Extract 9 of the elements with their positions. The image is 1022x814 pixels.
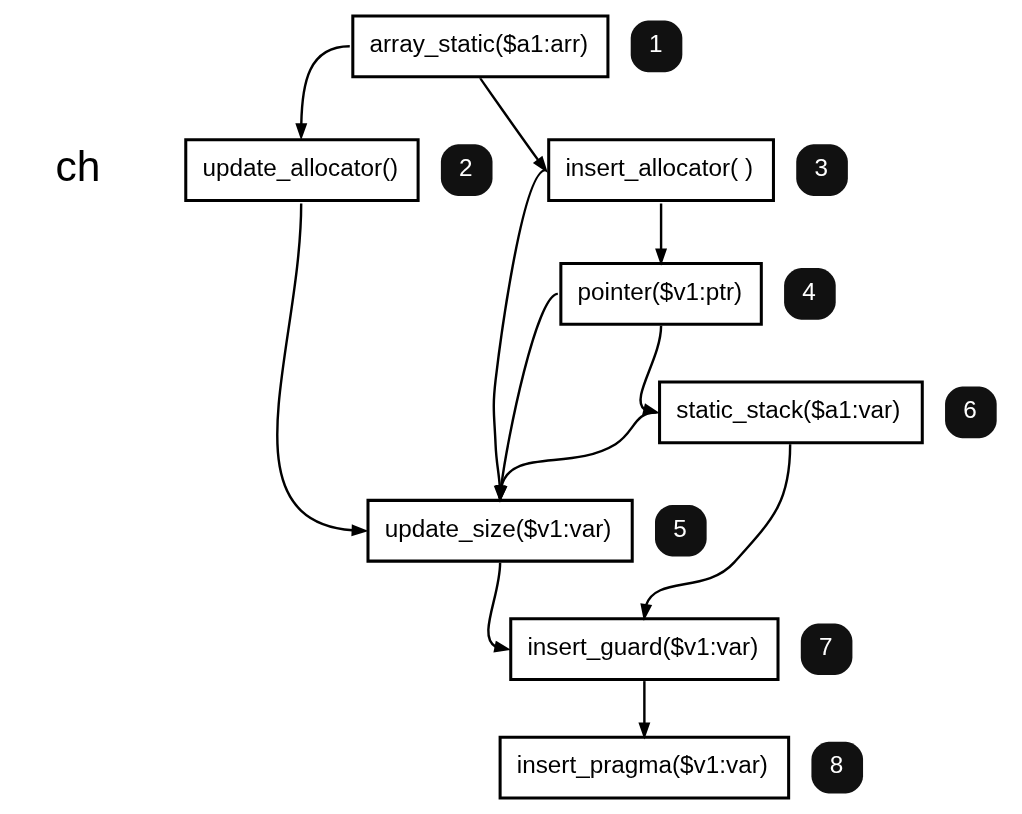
node-label: 1 xyxy=(648,30,662,58)
node-label: 2 xyxy=(458,153,473,181)
node-label: 6 xyxy=(962,396,977,424)
node-label: 4 xyxy=(801,277,816,305)
node-label: 8 xyxy=(829,751,843,779)
node-label: 7 xyxy=(818,632,833,660)
node-label: 5 xyxy=(672,514,687,542)
node-label: 3 xyxy=(813,153,828,181)
label: ch xyxy=(54,142,100,190)
